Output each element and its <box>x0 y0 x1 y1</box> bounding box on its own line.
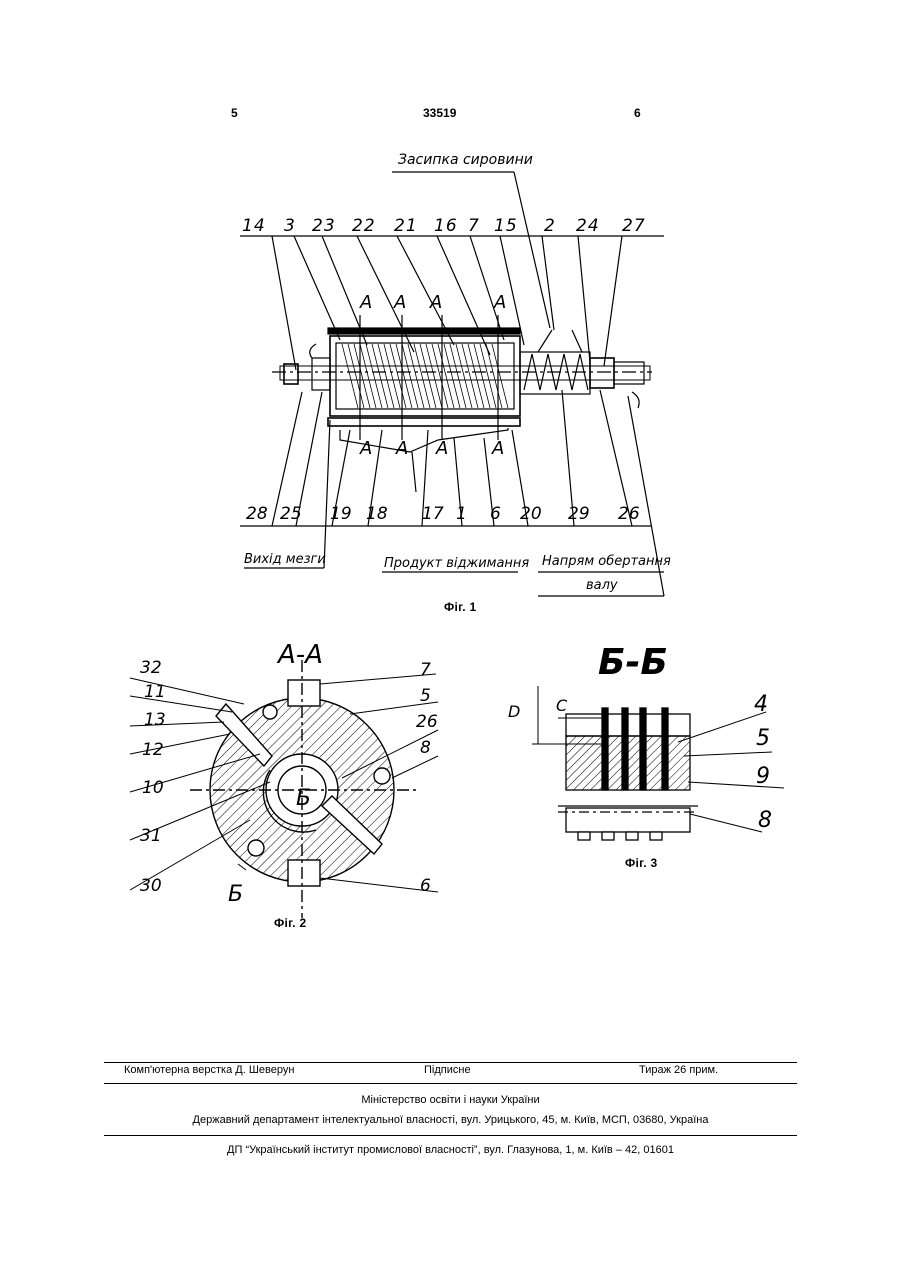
section-mark: A <box>360 438 372 459</box>
footer-institute: ДП “Український інститут промислової вла… <box>0 1144 901 1156</box>
footer-circulation: Тираж 26 прим. <box>639 1064 718 1076</box>
rotation-label: Напрям обертання <box>542 554 671 569</box>
figure-3-title: Б-Б <box>598 642 668 683</box>
patent-number: 33519 <box>423 106 456 120</box>
part-number: 26 <box>416 712 438 732</box>
part-number: 32 <box>140 658 162 678</box>
figure-2-inner-label: Б <box>296 786 311 811</box>
footer-layout: Комп'ютерна верстка Д. Шеверун <box>124 1064 294 1076</box>
part-number: 6 <box>420 876 431 896</box>
part-number: 14 <box>242 216 266 236</box>
exit-label: Вихід мезги <box>244 552 326 567</box>
footer-department: Державний департамент інтелектуальної вл… <box>0 1114 901 1126</box>
page-number-left: 5 <box>231 106 238 120</box>
part-number: 18 <box>366 504 388 524</box>
section-mark: A <box>436 438 448 459</box>
part-number: 16 <box>434 216 458 236</box>
part-number: 6 <box>490 504 501 524</box>
part-number: 7 <box>420 660 431 680</box>
figure-1-drawing <box>232 140 672 610</box>
part-number: 5 <box>420 686 431 706</box>
figure-1-caption: Фіг. 1 <box>444 600 477 614</box>
part-number: 8 <box>420 738 431 758</box>
footer-signed: Підписне <box>424 1064 471 1076</box>
part-number: 15 <box>494 216 518 236</box>
figure-2-caption: Фіг. 2 <box>274 916 307 930</box>
part-number: 31 <box>140 826 162 846</box>
part-number: 27 <box>622 216 646 236</box>
part-number: 9 <box>756 764 770 789</box>
part-number: 12 <box>142 740 164 760</box>
product-label: Продукт віджимання <box>384 556 529 571</box>
footer-rule-middle <box>104 1083 797 1084</box>
dimension-c: C <box>556 696 567 715</box>
part-number: 1 <box>456 504 467 524</box>
footer-ministry: Міністерство освіти і науки України <box>0 1094 901 1106</box>
section-mark: A <box>394 292 406 313</box>
part-number: 23 <box>312 216 336 236</box>
part-number: 7 <box>468 216 480 236</box>
part-number: 21 <box>394 216 418 236</box>
part-number: 22 <box>352 216 376 236</box>
dimension-d: D <box>508 702 520 721</box>
figure-2-drawing <box>120 630 450 930</box>
part-number: 25 <box>280 504 302 524</box>
part-number: 11 <box>144 682 166 702</box>
figure-2: А-А 32 11 13 12 10 31 30 7 5 26 8 6 Б Б <box>120 630 450 930</box>
part-number: 17 <box>422 504 444 524</box>
part-number: 19 <box>330 504 352 524</box>
part-number: 24 <box>576 216 600 236</box>
part-number: 30 <box>140 876 162 896</box>
feed-label: Засипка сировини <box>398 152 533 168</box>
part-number: 20 <box>520 504 542 524</box>
part-number: 4 <box>754 692 768 717</box>
figure-3: Б-Б D C 4 5 9 8 <box>498 636 788 876</box>
part-number: 28 <box>246 504 268 524</box>
figure-1: Засипка сировини 14 3 23 22 21 16 7 15 2… <box>232 140 672 610</box>
rotation-label-2: валу <box>586 578 618 593</box>
figure-2-title: А-А <box>278 640 323 670</box>
footer-rule-top <box>104 1062 797 1063</box>
page-number-right: 6 <box>634 106 641 120</box>
part-number: 26 <box>618 504 640 524</box>
part-number: 13 <box>144 710 166 730</box>
part-number: 10 <box>142 778 164 798</box>
part-number: 29 <box>568 504 590 524</box>
part-number: 8 <box>758 808 772 833</box>
figure-2-section-mark: Б <box>228 882 243 907</box>
section-mark: A <box>360 292 372 313</box>
section-mark: A <box>494 292 506 313</box>
part-number: 2 <box>544 216 556 236</box>
footer-rule-bottom <box>104 1135 797 1136</box>
section-mark: A <box>492 438 504 459</box>
part-number: 5 <box>756 726 770 751</box>
part-number: 3 <box>284 216 296 236</box>
section-mark: A <box>430 292 442 313</box>
figure-3-caption: Фіг. 3 <box>625 856 658 870</box>
section-mark: A <box>396 438 408 459</box>
